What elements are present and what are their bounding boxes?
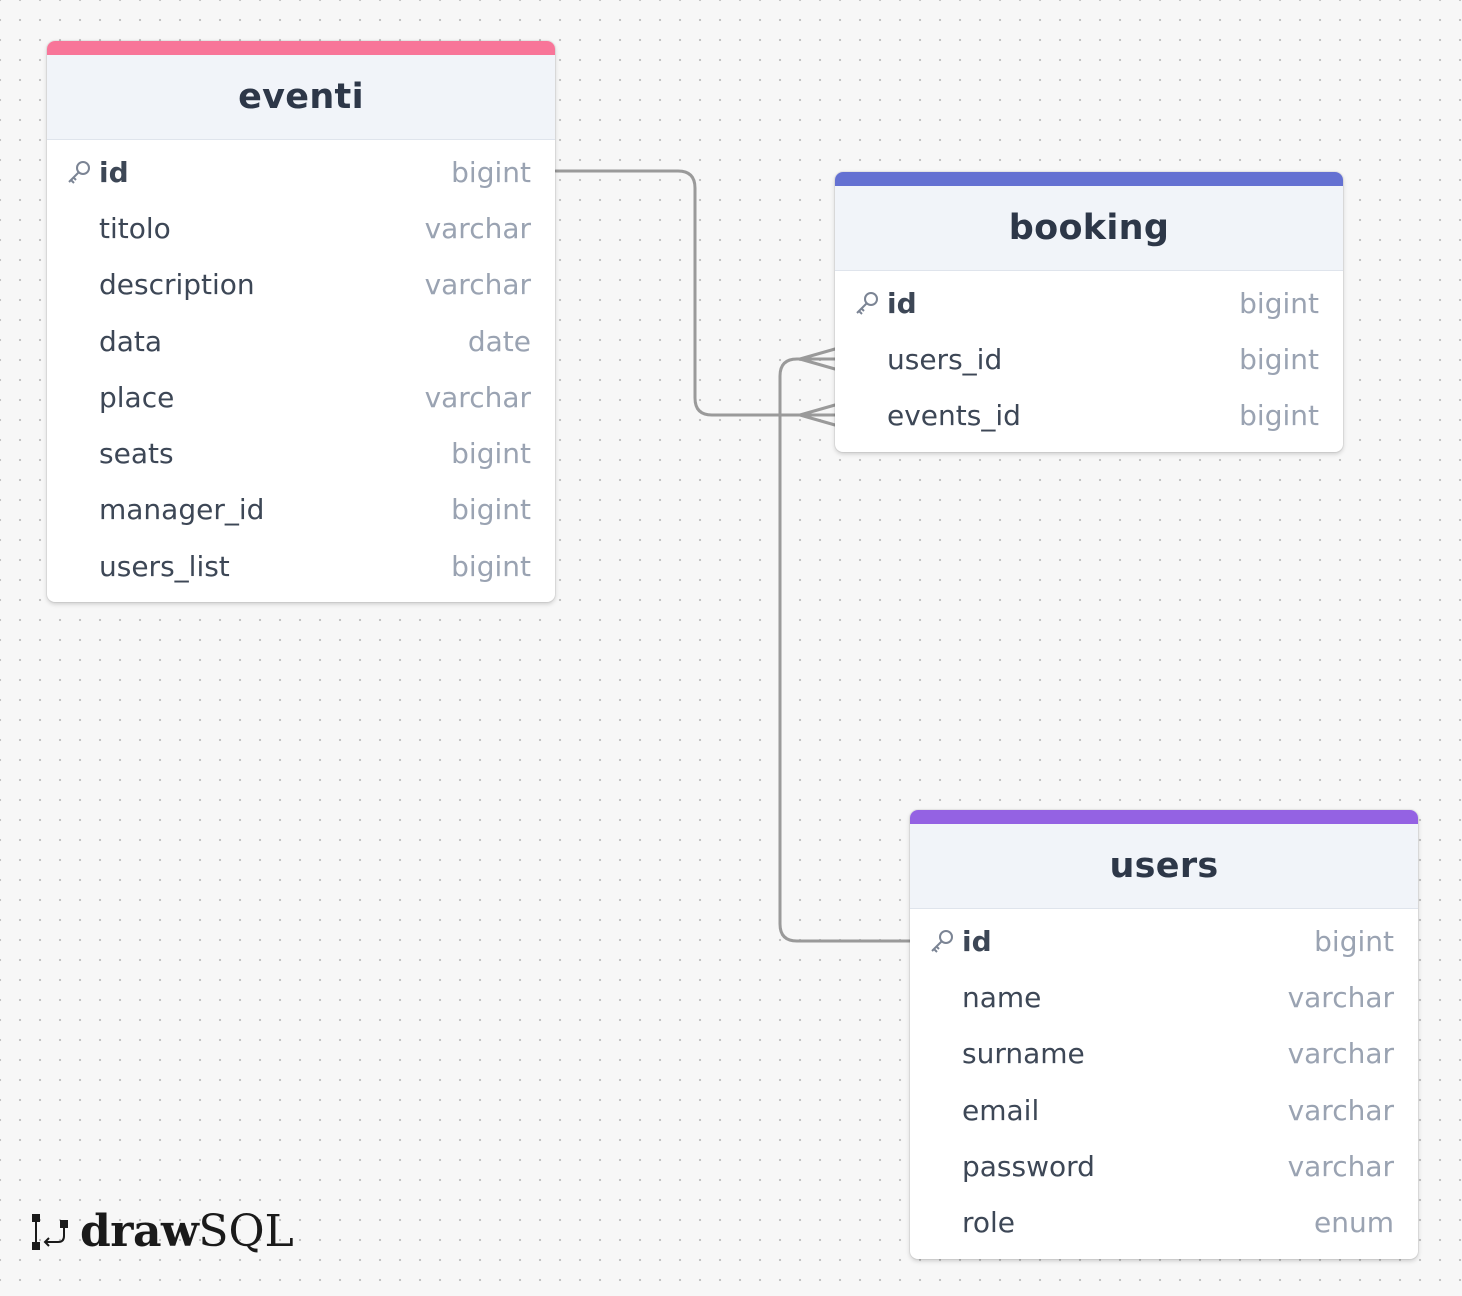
column-type: varchar [424,380,531,414]
column-type: bigint [451,549,531,583]
column-row[interactable]: password varchar [910,1138,1418,1194]
table-accent-bar [47,41,555,55]
crowfoot-events-id [798,403,837,427]
column-name: data [99,324,163,358]
column-type: varchar [1287,1149,1394,1183]
table-accent-bar [835,172,1343,186]
column-type: enum [1314,1206,1394,1240]
table-eventi[interactable]: eventi id bigint titolo varchar descript… [47,41,555,603]
column-name: seats [99,437,174,471]
column-row[interactable]: manager_id bigint [47,482,555,538]
table-header[interactable]: users [910,824,1418,909]
column-row[interactable]: titolo varchar [47,200,555,256]
key-icon [68,161,90,184]
relation-eventi-booking [554,169,837,417]
relation-users-booking [778,357,912,943]
column-row[interactable]: id bigint [910,913,1418,969]
column-type: bigint [1314,924,1394,958]
table-header[interactable]: eventi [47,55,555,140]
column-name: events_id [887,399,1021,433]
drawsql-logo-icon [32,1213,68,1250]
column-row[interactable]: surname varchar [910,1026,1418,1082]
column-name: description [99,268,255,302]
column-row[interactable]: place varchar [47,369,555,425]
column-row[interactable]: id bigint [47,144,555,200]
column-type: varchar [1287,1093,1394,1127]
column-row[interactable]: email varchar [910,1082,1418,1138]
column-name: surname [962,1037,1085,1071]
crowfoot-users-id [798,347,837,371]
column-type: bigint [451,437,531,471]
table-accent-bar [910,810,1418,824]
column-name: id [887,286,917,320]
table-header[interactable]: booking [835,186,1343,271]
logo-text-draw: draw [80,1206,199,1257]
table-title: users [1109,846,1219,886]
key-icon [931,930,953,953]
column-name: id [962,924,992,958]
column-name: id [99,155,129,189]
column-type: bigint [1239,286,1319,320]
column-type: varchar [1287,980,1394,1014]
column-name: email [962,1093,1040,1127]
table-booking[interactable]: booking id bigint users_id bigint events… [835,172,1343,452]
column-row[interactable]: users_id bigint [835,331,1343,387]
column-row[interactable]: users_list bigint [47,538,555,594]
column-type: date [467,324,531,358]
column-type: varchar [1287,1037,1394,1071]
column-type: varchar [424,211,531,245]
column-name: titolo [99,211,171,245]
column-type: varchar [424,268,531,302]
column-row[interactable]: description varchar [47,257,555,313]
column-row[interactable]: name varchar [910,969,1418,1025]
column-name: role [962,1206,1016,1240]
table-title: booking [1008,208,1170,248]
column-row[interactable]: events_id bigint [835,388,1343,444]
column-name: users_id [887,342,1003,376]
column-type: bigint [1239,342,1319,376]
column-type: bigint [451,493,531,527]
column-row[interactable]: role enum [910,1194,1418,1250]
column-type: bigint [1239,399,1319,433]
logo-text-sql: SQL [198,1206,294,1257]
column-name: users_list [99,549,230,583]
column-name: place [99,380,175,414]
column-row[interactable]: id bigint [835,275,1343,331]
column-list: id bigint name varchar surname varchar e… [910,909,1418,1259]
table-title: eventi [238,77,364,117]
column-type: bigint [451,155,531,189]
column-list: id bigint users_id bigint events_id bigi… [835,271,1343,452]
column-name: manager_id [99,493,265,527]
column-name: name [962,980,1042,1014]
key-icon [856,292,878,315]
column-list: id bigint titolo varchar description var… [47,140,555,602]
column-row[interactable]: seats bigint [47,425,555,481]
column-name: password [962,1149,1095,1183]
column-row[interactable]: data date [47,313,555,369]
table-users[interactable]: users id bigint name varchar surname var… [910,810,1418,1259]
